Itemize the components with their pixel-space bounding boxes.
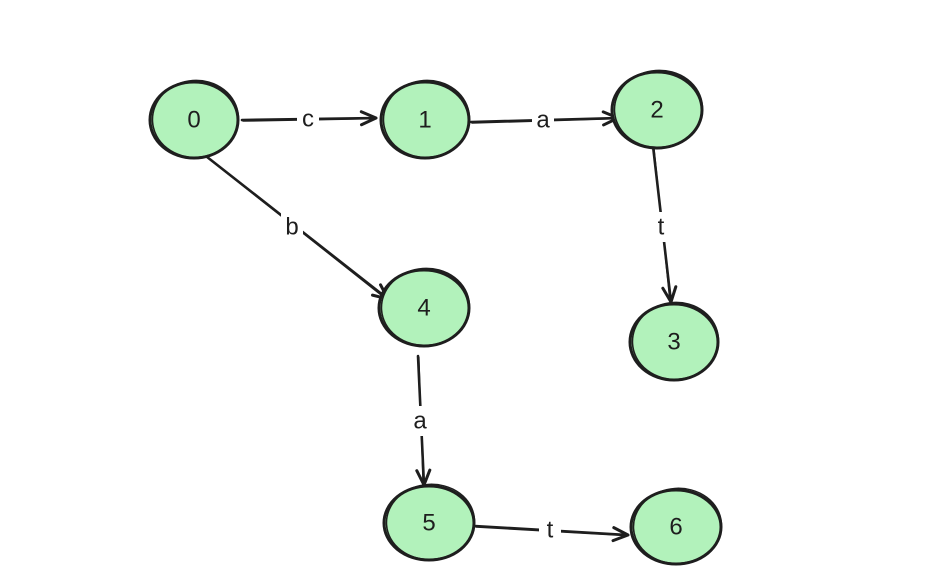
node-circle-sketch bbox=[613, 69, 704, 149]
edge-label: b bbox=[285, 214, 298, 241]
edge-label: a bbox=[536, 107, 550, 134]
arrowhead-icon bbox=[359, 110, 378, 127]
edge-label: t bbox=[658, 214, 665, 241]
node-circle-sketch bbox=[382, 79, 471, 159]
node-3: 3 bbox=[628, 301, 720, 382]
node-label: 5 bbox=[422, 510, 435, 537]
node-label: 2 bbox=[650, 97, 663, 124]
node-1: 1 bbox=[379, 79, 471, 160]
node-5: 5 bbox=[382, 483, 476, 562]
edge-label-bg bbox=[539, 515, 561, 545]
node-circle-sketch bbox=[632, 487, 723, 565]
edge-label-bg bbox=[409, 406, 431, 436]
edge-label: a bbox=[413, 408, 427, 435]
edge-1-2: a bbox=[469, 105, 620, 135]
edge-label-bg bbox=[532, 105, 554, 135]
node-circle-sketch bbox=[631, 301, 720, 381]
edge-2-3: t bbox=[650, 144, 678, 304]
edge-label: c bbox=[302, 106, 314, 133]
edge-0-4: b bbox=[200, 151, 390, 301]
edge-label: t bbox=[547, 517, 554, 544]
node-0: 0 bbox=[148, 79, 240, 160]
node-6: 6 bbox=[629, 487, 723, 566]
node-label: 3 bbox=[667, 329, 680, 356]
node-circle-sketch bbox=[151, 79, 240, 159]
nodes-layer: 0 1 2 3 4 5 6 bbox=[148, 69, 723, 566]
edge-5-6: t bbox=[473, 515, 630, 545]
node-circle-sketch bbox=[380, 267, 471, 347]
edge-label-bg bbox=[281, 212, 303, 242]
node-2: 2 bbox=[610, 69, 704, 150]
arrowhead-icon bbox=[611, 526, 630, 543]
edges-layer: c a t b a t bbox=[200, 104, 678, 545]
node-4: 4 bbox=[377, 267, 471, 348]
node-label: 1 bbox=[418, 107, 431, 134]
edge-label-bg bbox=[650, 212, 672, 242]
node-label: 4 bbox=[417, 295, 430, 322]
edge-label-bg bbox=[297, 104, 319, 134]
node-label: 6 bbox=[669, 514, 682, 541]
node-circle-sketch bbox=[385, 483, 476, 561]
edge-0-1: c bbox=[240, 104, 378, 134]
edge-4-5: a bbox=[409, 354, 432, 487]
node-label: 0 bbox=[187, 107, 200, 134]
